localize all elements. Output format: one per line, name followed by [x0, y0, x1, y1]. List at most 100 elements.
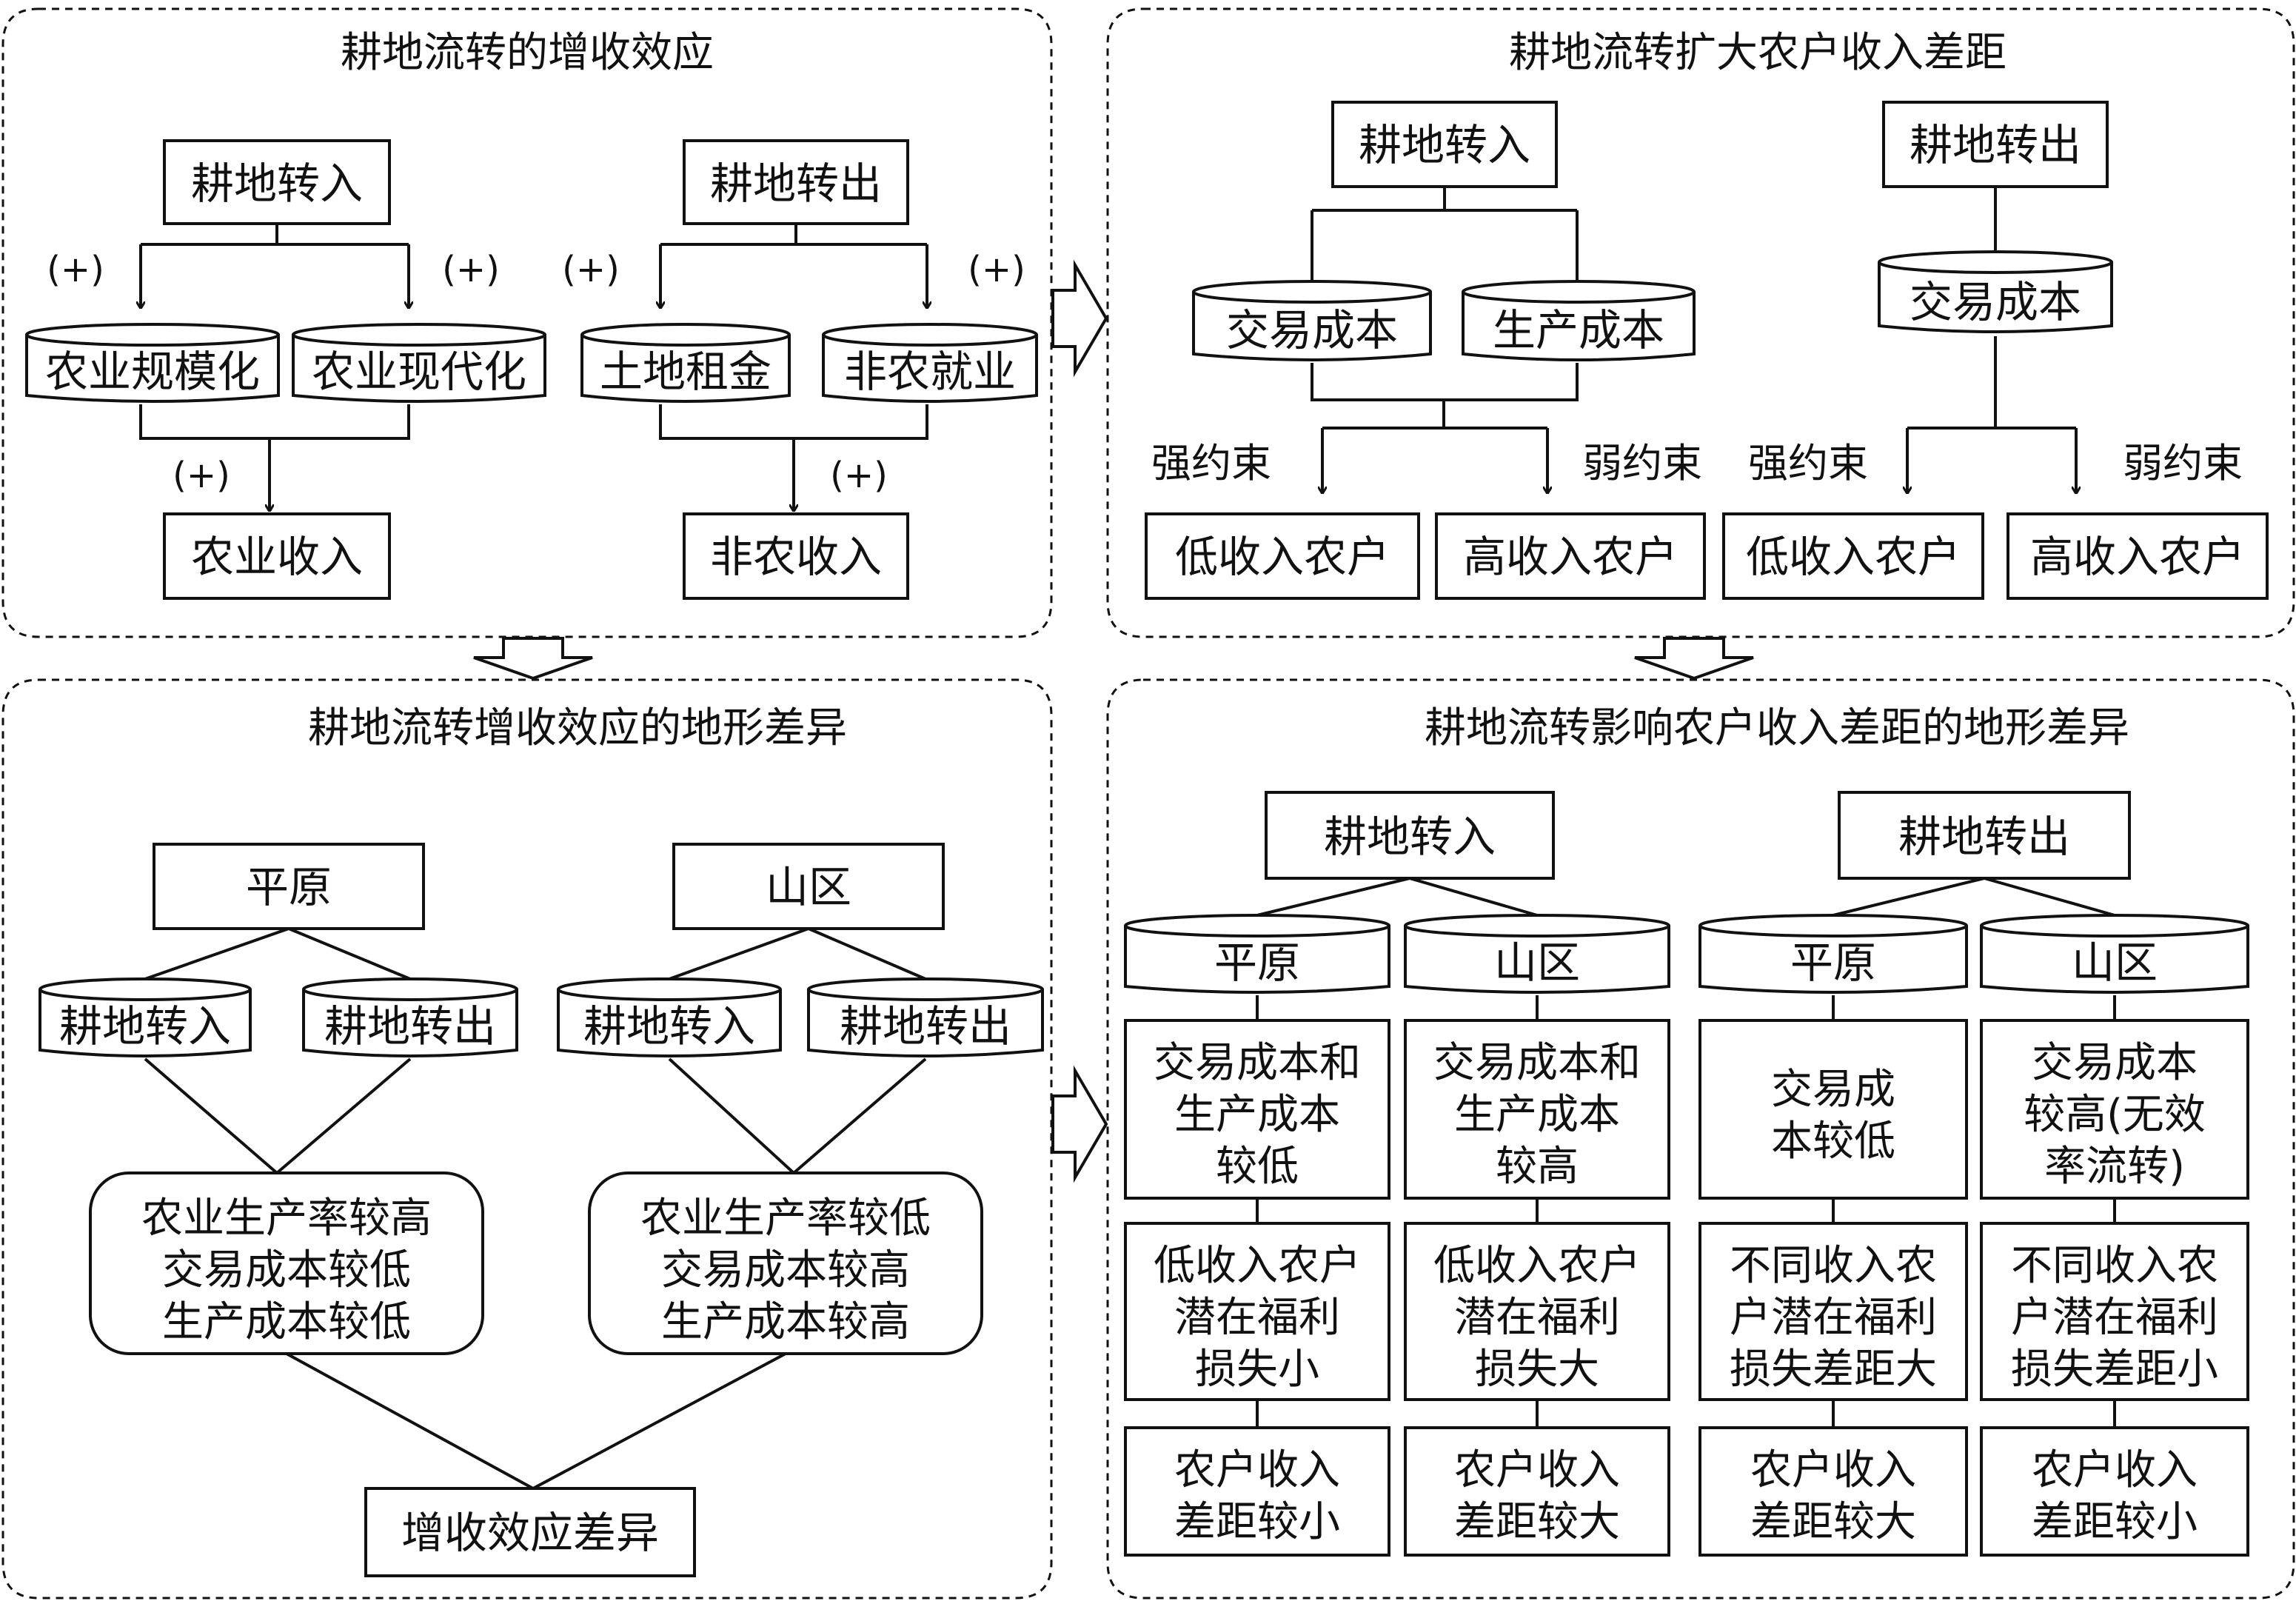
cylinder-mountain-in-label: 耕地转入	[583, 1001, 755, 1052]
box-col4-gap	[1980, 1426, 2249, 1557]
plus-sign: (+)	[442, 249, 500, 290]
mountain-condition-2: 交易成本较高	[661, 1246, 910, 1294]
cylinder-agri-scale-label: 农业规模化	[45, 347, 260, 397]
box-high-income-label: 高收入农户	[1463, 532, 1678, 582]
box-land-in	[1265, 791, 1555, 880]
panel-arrow-right-bottom	[1051, 1065, 1108, 1183]
col3-loss-line3: 损失差距大	[1730, 1346, 1937, 1394]
connector	[144, 1057, 412, 1174]
col1-loss-line1: 低收入农户	[1154, 1242, 1361, 1290]
plus-sign: (+)	[830, 455, 888, 496]
box-income-effect-diff	[364, 1487, 696, 1577]
box-land-in	[1331, 101, 1558, 188]
box-land-out	[1838, 791, 2131, 880]
box-low-income-label: 低收入农户	[1746, 532, 1961, 582]
plus-sign: (+)	[968, 249, 1025, 290]
connector	[1833, 877, 2115, 917]
mountain-condition-3: 生产成本较高	[661, 1298, 910, 1346]
col4-loss-line3: 损失差距小	[2011, 1346, 2218, 1394]
col2-cost-line3: 较高	[1496, 1143, 1579, 1191]
box-land-in	[163, 139, 391, 225]
panel-arrow-down-left	[473, 637, 593, 681]
cylinder-mountain-out-label: 耕地转出	[840, 1001, 1011, 1052]
col2-cost-line1: 交易成本和	[1433, 1039, 1641, 1087]
cylinder-transaction-cost: 交易成本	[1192, 280, 1432, 361]
box-nonagri-income	[683, 512, 909, 600]
cylinder-agri-scale: 农业规模化	[25, 323, 280, 403]
panel-frame-bottom-right	[1106, 678, 2295, 1600]
box-land-out-label: 耕地转出	[1898, 812, 2070, 862]
col1-loss-line3: 损失小	[1195, 1346, 1319, 1394]
cylinder-agri-modern: 农业现代化	[292, 323, 546, 403]
connector	[1311, 187, 1579, 281]
box-col1-loss	[1124, 1222, 1390, 1401]
box-col4-cost	[1980, 1019, 2249, 1200]
box-land-in-label: 耕地转入	[1324, 812, 1496, 862]
box-agri-income-label: 农业收入	[191, 532, 363, 582]
box-nonagri-income-label: 非农收入	[710, 532, 882, 582]
col4-loss-line2: 户潜在福利	[2011, 1294, 2218, 1342]
connector	[1311, 363, 1579, 430]
connector	[668, 1057, 927, 1174]
box-low-income-label: 低收入农户	[1175, 532, 1390, 582]
plus-sign: (+)	[173, 455, 230, 496]
connector	[139, 404, 410, 511]
col3-gap-line1: 农户收入	[1750, 1446, 1916, 1494]
panel-title-income-effect: 耕地流转的增收效应	[341, 29, 714, 77]
box-col3-loss	[1698, 1222, 1968, 1401]
connector	[1256, 995, 2116, 1020]
box-low-income	[1722, 512, 1984, 600]
col2-gap-line2: 差距较大	[1454, 1498, 1620, 1546]
plain-condition-3: 生产成本较低	[162, 1298, 411, 1346]
cylinder-plain-out-label: 平原	[1790, 937, 1876, 988]
col2-gap-line1: 农户收入	[1454, 1446, 1620, 1494]
box-land-in-label: 耕地转入	[191, 158, 363, 209]
cylinder-land-rent: 土地租金	[580, 323, 791, 403]
box-agri-income	[163, 512, 391, 600]
mountain-condition-1: 农业生产率较低	[640, 1194, 931, 1243]
box-col2-loss	[1404, 1222, 1670, 1401]
connector	[1256, 877, 1538, 917]
box-col1-cost	[1124, 1019, 1390, 1200]
cylinder-plain-in-label: 平原	[1214, 937, 1300, 988]
cylinder-plain-in: 平原	[1124, 914, 1390, 994]
col4-gap-line2: 差距较小	[2032, 1498, 2198, 1546]
panel-frame-top-left	[1, 7, 1053, 638]
col1-gap-line1: 农户收入	[1174, 1446, 1340, 1494]
box-high-income	[1435, 512, 1706, 600]
col4-loss-line1: 不同收入农	[2011, 1242, 2218, 1290]
col1-cost-line2: 生产成本	[1174, 1091, 1340, 1139]
col2-cost-line2: 生产成本	[1454, 1091, 1620, 1139]
panel-title-terrain-income: 耕地流转增收效应的地形差异	[308, 704, 847, 752]
connector	[669, 927, 926, 980]
cylinder-plain-out: 平原	[1698, 914, 1968, 994]
connector	[144, 927, 411, 980]
panel-frame-bottom-left	[1, 678, 1053, 1600]
connector	[1256, 1400, 2116, 1428]
cylinder-mountain-in: 山区	[1404, 914, 1670, 994]
plus-sign: (+)	[47, 249, 104, 290]
cylinder-mountain-out: 山区	[1980, 914, 2249, 994]
box-land-out	[1882, 101, 2109, 188]
col3-loss-line1: 不同收入农	[1730, 1242, 1937, 1290]
plain-condition-2: 交易成本较低	[162, 1246, 411, 1294]
cylinder-agri-modern-label: 农业现代化	[312, 347, 526, 397]
box-income-effect-diff-label: 增收效应差异	[401, 1508, 659, 1558]
col1-loss-line2: 潜在福利	[1174, 1294, 1340, 1342]
connector	[659, 224, 927, 308]
cylinder-nonfarm-job: 非农就业	[822, 323, 1038, 403]
box-land-in-label: 耕地转入	[1359, 120, 1530, 170]
cylinder-production-cost: 生产成本	[1462, 280, 1696, 361]
col1-gap-line2: 差距较小	[1174, 1498, 1340, 1546]
col2-loss-line3: 损失大	[1475, 1346, 1599, 1394]
cylinder-plain-in: 耕地转入	[39, 977, 252, 1057]
box-mountain-label: 山区	[766, 862, 851, 912]
connector	[286, 1352, 786, 1490]
col3-gap-line2: 差距较大	[1750, 1498, 1916, 1546]
panel-title-income-gap: 耕地流转扩大农户收入差距	[1509, 29, 2007, 77]
box-col1-gap	[1124, 1426, 1390, 1557]
connector	[1256, 1198, 2116, 1223]
panel-arrow-right-top	[1051, 259, 1108, 378]
panel-title-terrain-gap: 耕地流转影响农户收入差距的地形差异	[1425, 704, 2129, 752]
